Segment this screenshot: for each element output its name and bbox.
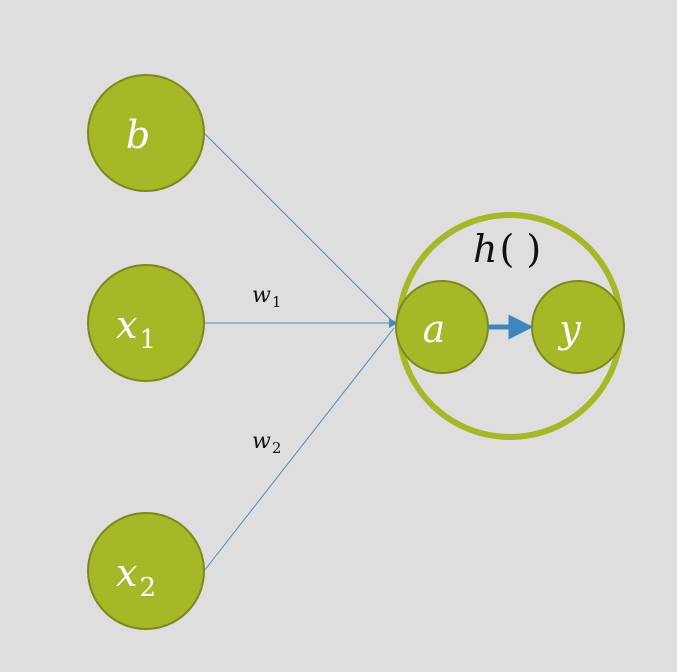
weight-w1-label: w1: [252, 283, 281, 311]
node-b-label: b: [126, 113, 150, 157]
node-x1-label: x1: [116, 303, 156, 355]
node-a-label: a: [423, 307, 446, 351]
node-x2-label: x2: [116, 551, 156, 603]
node-y-label: y: [557, 307, 581, 351]
edge-x2-to-a: [203, 327, 395, 572]
edge-convergence-marker: [389, 318, 398, 328]
activation-function-label: h( ): [473, 227, 541, 271]
weight-w2-label: w2: [252, 429, 281, 457]
node-b: [87, 74, 205, 192]
node-x2: [87, 512, 205, 630]
edge-b-to-a: [203, 132, 395, 324]
node-x1: [87, 264, 205, 382]
